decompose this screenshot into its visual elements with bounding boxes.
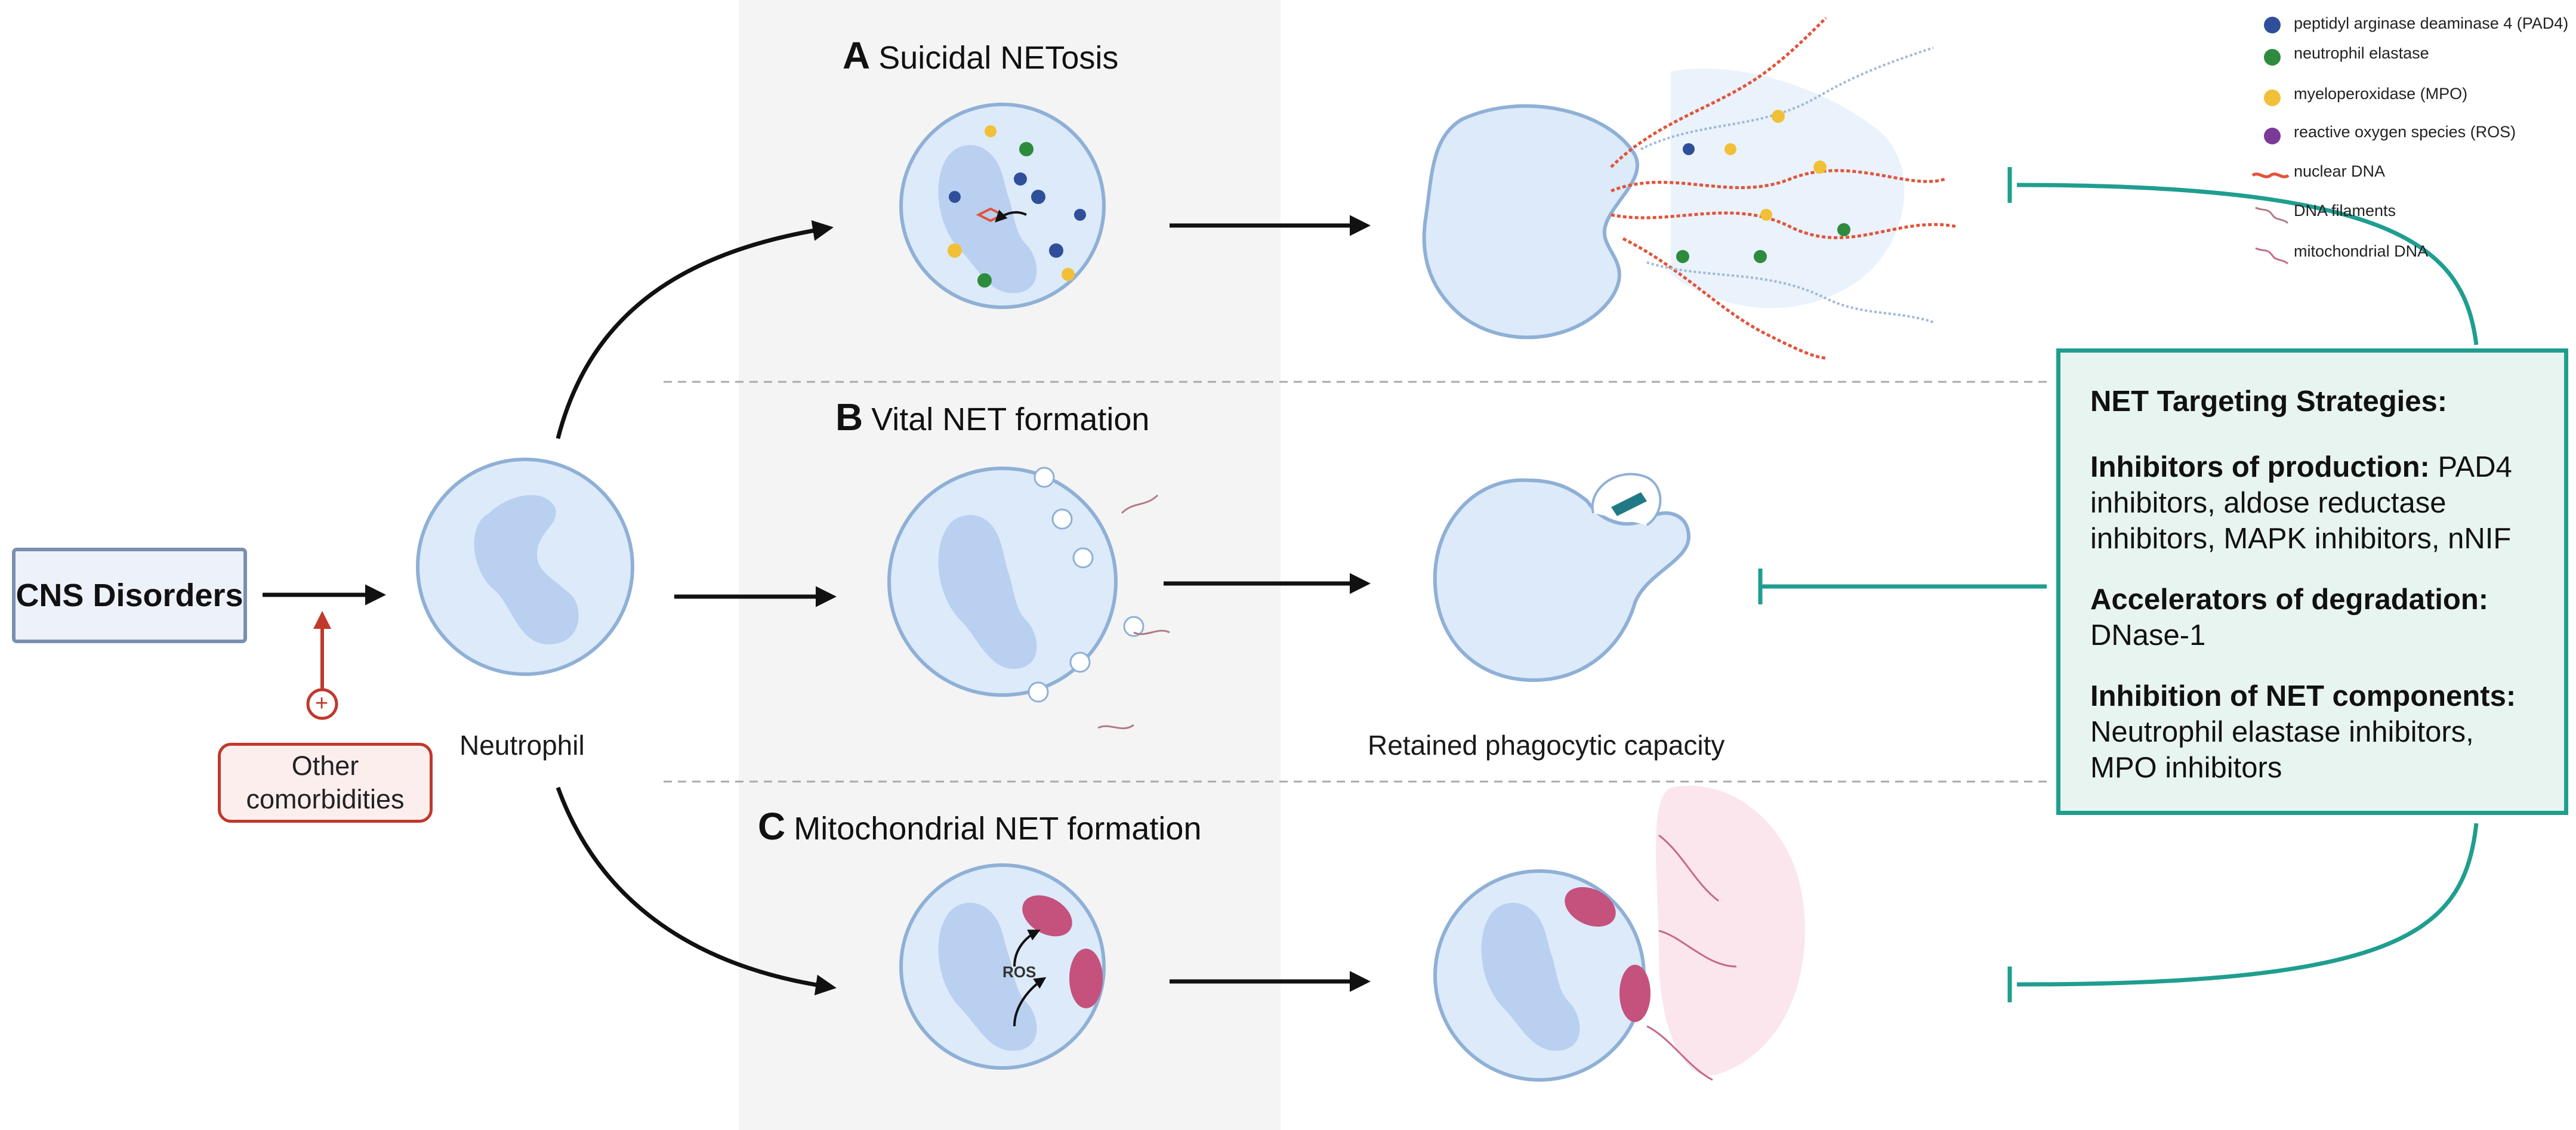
cns-disorders-box: CNS Disorders bbox=[12, 548, 247, 643]
legend-symbol-6 bbox=[2255, 247, 2289, 265]
panel-c-title-text: Mitochondrial NET formation bbox=[794, 811, 1202, 847]
panel-b-letter: B bbox=[835, 396, 863, 439]
comorbidity-label: Other comorbidities bbox=[246, 751, 405, 814]
strategy-degradation-text: DNase-1 bbox=[2090, 619, 2206, 652]
plus-circle bbox=[306, 688, 338, 720]
legend-symbol-5 bbox=[2255, 206, 2289, 224]
legend-label-mito-dna: mitochondrial DNA bbox=[2294, 242, 2429, 260]
net-targeting-strategies-box: NET Targeting Strategies: Inhibitors of … bbox=[2056, 348, 2568, 815]
strategy-degradation-heading: Accelerators of degradation: bbox=[2090, 583, 2489, 616]
legend-label-ros: reactive oxygen species (ROS) bbox=[2294, 123, 2516, 141]
inhibit-connector-a bbox=[2016, 183, 2479, 345]
legend-symbol-0 bbox=[2264, 17, 2281, 33]
legend-symbol-3 bbox=[2264, 128, 2281, 144]
legend-label-nuclear-dna: nuclear DNA bbox=[2294, 162, 2386, 180]
neutrophil-cell bbox=[416, 458, 634, 676]
panel-b-phagocytic-cell bbox=[1433, 473, 1691, 683]
panel-a-cell bbox=[899, 103, 1106, 309]
retained-phagocytic-label: Retained phagocytic capacity bbox=[1368, 730, 1725, 761]
branch-arrow-c bbox=[556, 786, 837, 996]
panel-c-net-cell bbox=[1433, 785, 1805, 1082]
strategy-production-heading: Inhibitors of production: bbox=[2090, 451, 2430, 483]
legend-label-elastase: neutrophil elastase bbox=[2294, 44, 2429, 62]
inhibit-connector-c bbox=[2016, 823, 2479, 987]
panel-c-letter: C bbox=[758, 805, 786, 848]
other-comorbidities-box: Other comorbidities bbox=[218, 743, 433, 823]
cns-label: CNS Disorders bbox=[16, 578, 243, 613]
strategy-components: Inhibition of NET components: Neutrophil… bbox=[2090, 678, 2534, 786]
plus-symbol: + bbox=[315, 691, 329, 716]
legend-symbol-1 bbox=[2264, 49, 2281, 66]
panel-b-title-text: Vital NET formation bbox=[871, 402, 1150, 437]
strategies-title: NET Targeting Strategies: bbox=[2090, 385, 2448, 418]
ros-label: ROS bbox=[1002, 963, 1036, 981]
legend-label-pad4: peptidyl arginase deaminase 4 (PAD4) bbox=[2294, 14, 2569, 32]
branch-arrow-a bbox=[556, 220, 834, 439]
panel-a-net-cell bbox=[1422, 17, 1958, 360]
strategy-production: Inhibitors of production: PAD4 inhibitor… bbox=[2090, 449, 2534, 557]
legend-label-dna-filaments: DNA filaments bbox=[2294, 202, 2396, 220]
panel-a-letter: A bbox=[843, 34, 871, 77]
strategy-components-heading: Inhibition of NET components: bbox=[2090, 680, 2516, 712]
legend-symbol-2 bbox=[2264, 89, 2281, 106]
strategy-degradation: Accelerators of degradation: DNase-1 bbox=[2090, 582, 2534, 653]
panel-a-title-text: Suicidal NETosis bbox=[878, 40, 1119, 76]
panel-c-cell bbox=[899, 863, 1106, 1070]
legend-label-mpo: myeloperoxidase (MPO) bbox=[2294, 85, 2468, 103]
neutrophil-label: Neutrophil bbox=[459, 730, 585, 761]
legend-symbol-4 bbox=[2251, 172, 2290, 178]
strategy-production-text: PAD4 inhibitors, aldose reductase inhibi… bbox=[2090, 451, 2512, 555]
strategy-components-text: Neutrophil elastase inhibitors, MPO inhi… bbox=[2090, 716, 2474, 784]
legend bbox=[2251, 17, 2290, 265]
panel-b-cell bbox=[887, 467, 1170, 730]
